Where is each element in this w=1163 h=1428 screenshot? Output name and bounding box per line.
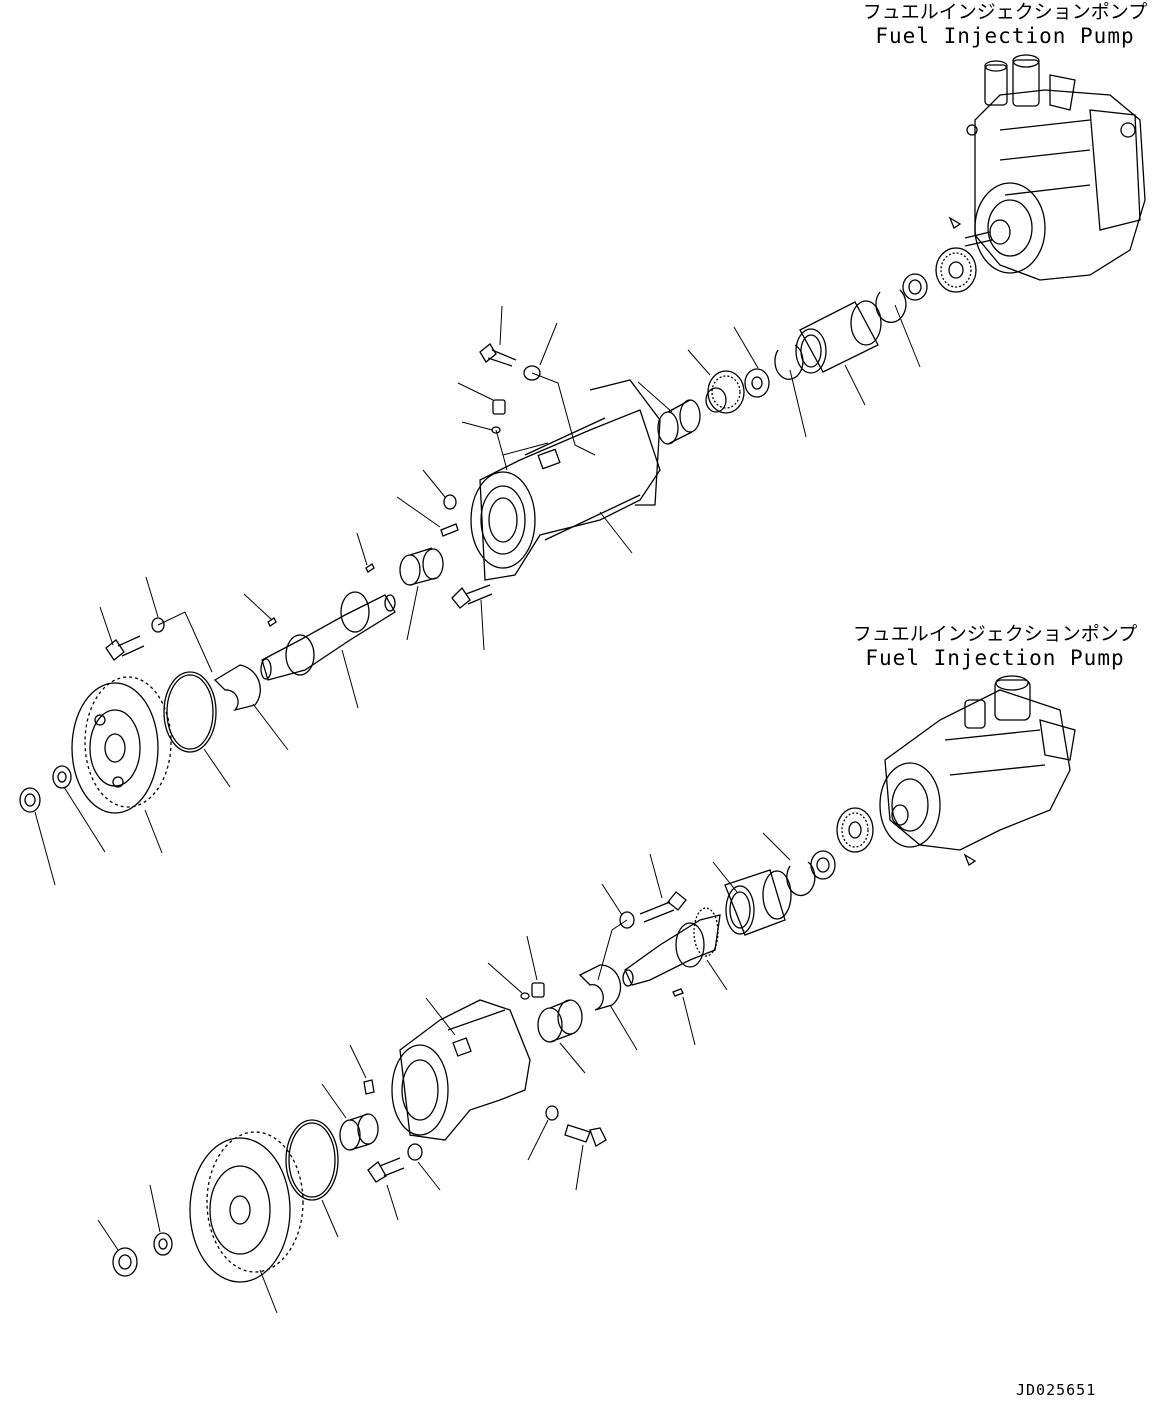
key-top [268, 564, 374, 626]
bolt-top-lower [452, 585, 492, 608]
washer-top-mid [745, 369, 769, 397]
washer-top-upper [524, 366, 540, 380]
leader-lines-bottom [98, 833, 790, 1313]
oring-top-small [444, 427, 500, 509]
housing-bottom [392, 1000, 530, 1140]
snap-ring-top-mid [775, 345, 803, 379]
oring-top-large [164, 672, 216, 752]
washer-bottom-gear [154, 1233, 172, 1255]
key-bottom [673, 989, 683, 996]
thrust-plate-bottom [580, 965, 621, 1010]
pump-label-top-jp: フュエルインジェクションポンプ [862, 1, 1148, 23]
pin-bottom [364, 1080, 374, 1094]
bushing-bottom-left [340, 1114, 378, 1150]
bolt-bottom-upper [640, 892, 686, 922]
plug-bottom [521, 983, 544, 999]
bolt-top-upper [480, 344, 516, 366]
fuel-injection-pump-top [950, 55, 1145, 280]
pin-top [441, 524, 458, 536]
bushing-top-left [400, 548, 443, 585]
snap-ring-top-right [876, 290, 906, 322]
drawing-code: JD025651 [1016, 1381, 1097, 1399]
pump-label-top: フュエルインジェクションポンプ Fuel Injection Pump [860, 1, 1150, 48]
drive-shaft-bottom [623, 908, 720, 986]
drive-gear-top [72, 677, 171, 813]
gear-small-top [936, 248, 976, 292]
gear-small-bottom [837, 808, 873, 852]
fuel-injection-pump-bottom [880, 676, 1075, 865]
housing-top [471, 380, 660, 580]
nut-bottom-left [113, 1248, 137, 1276]
pump-label-top-en: Fuel Injection Pump [875, 23, 1135, 48]
bushing-top-right [658, 400, 700, 444]
bolt-top-left [106, 636, 144, 660]
bushing-bottom-right [538, 1000, 582, 1042]
drive-shaft-top [261, 592, 395, 680]
washer-bottom-right [546, 1106, 558, 1120]
drive-gear-bottom [190, 1132, 303, 1282]
needle-bearing-top [796, 301, 881, 373]
gear-hub-top [706, 371, 744, 413]
needle-bearing-bottom [725, 870, 791, 935]
oring-bottom-large [286, 1120, 338, 1200]
pump-label-bottom: フュエルインジェクションポンプ Fuel Injection Pump [850, 623, 1140, 670]
thrust-plate-top [215, 665, 260, 710]
leader-lines-top [35, 305, 920, 885]
bolt-bottom-left [368, 1158, 404, 1182]
washer-top-gear [53, 766, 71, 788]
pump-label-bottom-jp: フュエルインジェクションポンプ [852, 623, 1138, 645]
washer-bottom-mid [408, 1144, 422, 1160]
washer-top-left [152, 618, 164, 632]
pump-label-bottom-en: Fuel Injection Pump [865, 645, 1125, 670]
bolt-bottom-right [565, 1125, 606, 1146]
nut-top-left [20, 788, 40, 812]
washer-bottom-upper [620, 912, 634, 928]
plug-top [493, 400, 505, 414]
nut-top [903, 274, 927, 300]
